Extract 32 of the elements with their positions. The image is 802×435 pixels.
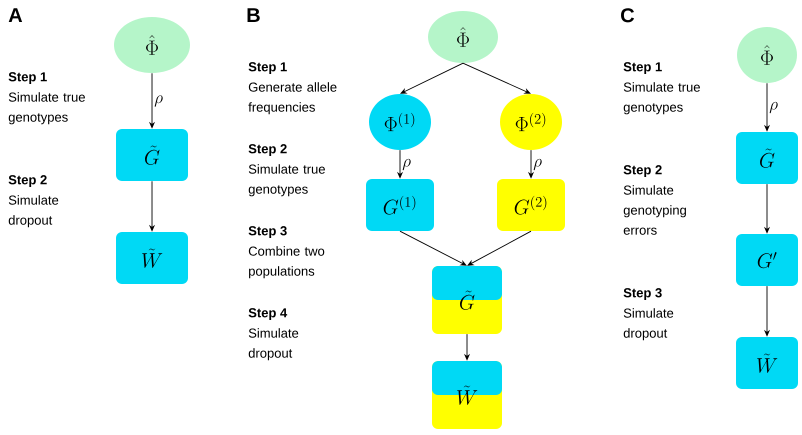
step-heading: Step 3 xyxy=(248,226,287,238)
step-heading: Step 3 xyxy=(624,288,662,300)
matrix-box: $G^{(2)}$ xyxy=(497,179,565,231)
matrix-box: $\tilde{W}$ xyxy=(736,336,798,389)
step-description: Simulate dropout xyxy=(8,195,58,228)
step-heading: Step 2 xyxy=(8,175,47,187)
step-description: Simulate true genotypes xyxy=(248,164,325,196)
matrix-box: $G'$ xyxy=(736,234,798,286)
panel-label: B xyxy=(248,8,260,22)
step-description: Simulate genotyping errors xyxy=(624,185,686,235)
step-heading: Step 1 xyxy=(624,62,662,74)
step-heading: Step 2 xyxy=(624,165,662,177)
step-description: Simulate dropout xyxy=(624,308,674,340)
step-description: Combine two populations xyxy=(248,246,324,278)
step-heading: Step 2 xyxy=(248,144,287,156)
edge-label: $\rho$ xyxy=(770,102,778,114)
step-description: Simulate dropout xyxy=(248,328,298,360)
matrix-box: $\tilde{G}$ xyxy=(736,132,798,184)
matrix-box: $\tilde{W}$ xyxy=(116,232,188,284)
panel-label: C xyxy=(621,8,634,22)
step-description: Simulate true genotypes xyxy=(8,92,85,124)
step-heading: Step 1 xyxy=(8,72,47,84)
step-heading: Step 1 xyxy=(248,62,287,74)
panel-label: A xyxy=(8,8,22,22)
step-heading: Step 4 xyxy=(248,308,288,320)
edge-label: $\rho$ xyxy=(154,95,163,107)
edge-label: $\rho$ xyxy=(402,158,411,170)
step-description: Simulate true genotypes xyxy=(624,82,700,114)
matrix-box: $G^{(1)}$ xyxy=(366,179,434,231)
matrix-box: $\tilde{G}$ xyxy=(116,128,188,181)
edge-label: $\rho$ xyxy=(534,158,542,170)
step-description: Generate allele frequencies xyxy=(248,82,336,114)
